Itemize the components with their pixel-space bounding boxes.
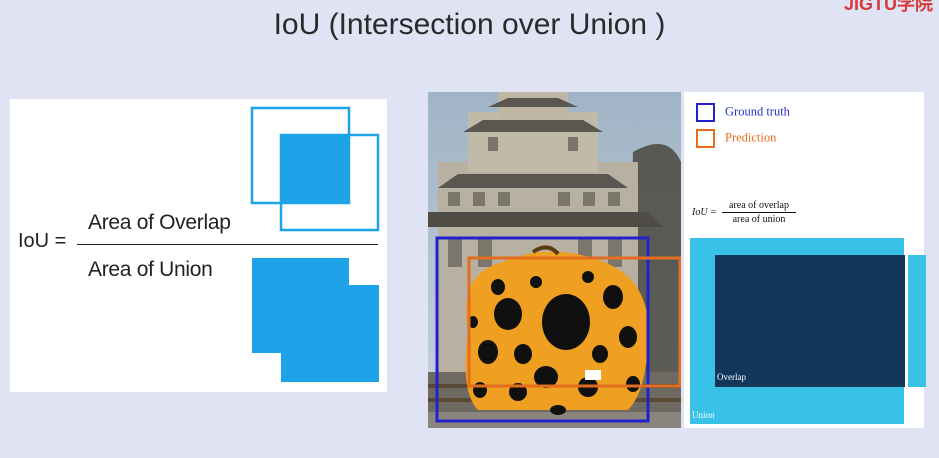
mini-formula-fraction: area of overlap area of union (722, 200, 796, 225)
iou-legend-panel: Ground truth Prediction IoU = area of ov… (684, 92, 926, 428)
iou-formula-panel: IoU = Area of Overlap Area of Union (10, 99, 387, 392)
union-diagram (252, 258, 379, 382)
formula-denominator: Area of Union (88, 258, 213, 281)
union-label: Union (692, 410, 715, 420)
fraction-bar (77, 244, 378, 245)
union-box-b (281, 285, 379, 382)
watermark-logo: JIGTU学院 (843, 0, 933, 14)
mini-formula-numerator: area of overlap (722, 200, 796, 213)
mini-formula-denominator: area of union (732, 214, 786, 225)
slide-title: IoU (Intersection over Union ) (273, 8, 666, 41)
formula-numerator: Area of Overlap (88, 211, 231, 234)
overlap-diagram (250, 106, 380, 232)
overlap-region (281, 135, 349, 203)
mini-formula-lhs: IoU = (692, 207, 717, 218)
prediction-box (467, 256, 681, 388)
ground-truth-swatch (696, 103, 715, 122)
legend-ground-truth-label: Ground truth (725, 104, 790, 119)
prediction-swatch (696, 129, 715, 148)
overlap-label: Overlap (717, 372, 746, 382)
ground-truth-box (435, 236, 650, 423)
legend-prediction: Prediction (696, 129, 776, 148)
legend-ground-truth: Ground truth (696, 103, 790, 122)
photo-illustration (428, 92, 681, 428)
legend-prediction-label: Prediction (725, 130, 777, 145)
overlap-area (715, 255, 905, 387)
union-area-extension (908, 255, 926, 387)
pumpkin-photo (428, 92, 681, 428)
formula-lhs: IoU = (18, 230, 67, 252)
